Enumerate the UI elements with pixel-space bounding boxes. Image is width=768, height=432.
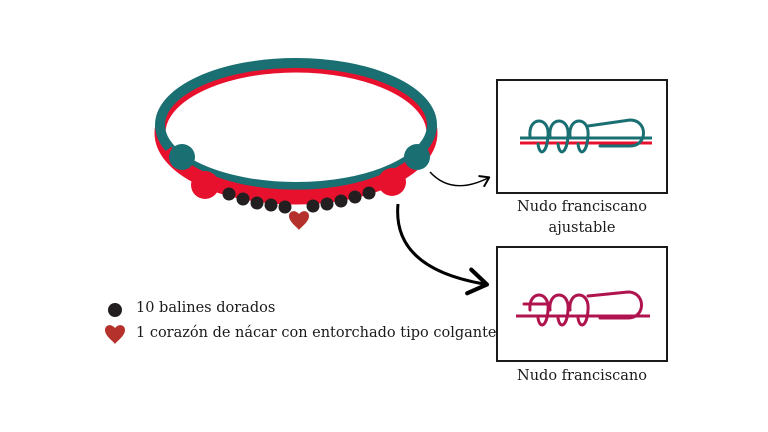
black-bead bbox=[222, 187, 236, 201]
legend-beads-label: 10 balines dorados bbox=[136, 300, 276, 316]
teal-bead-right bbox=[404, 144, 430, 170]
black-bead bbox=[362, 186, 376, 200]
teal-cord bbox=[155, 58, 437, 192]
black-bead bbox=[236, 192, 250, 206]
arrow-to-adjustable-knot bbox=[429, 171, 491, 188]
heart-pendant-icon bbox=[289, 211, 309, 230]
black-bead bbox=[320, 197, 334, 211]
plain-knot-caption: Nudo franciscano bbox=[517, 368, 647, 384]
plain-knot-icon bbox=[516, 290, 650, 327]
heart-icon bbox=[105, 325, 125, 344]
adjustable-knot-caption: Nudo franciscano ajustable bbox=[517, 199, 647, 236]
black-bead bbox=[306, 199, 320, 213]
legend-heart-label: 1 corazón de nácar con entorchado tipo c… bbox=[136, 325, 497, 341]
red-bead-left bbox=[191, 171, 219, 199]
black-bead-icon bbox=[108, 303, 122, 317]
red-bead-right bbox=[378, 168, 406, 196]
teal-bead-left bbox=[169, 144, 195, 170]
adjustable-knot-icon bbox=[520, 118, 652, 154]
black-bead bbox=[250, 196, 264, 210]
black-beads bbox=[222, 186, 376, 214]
black-bead bbox=[278, 200, 292, 214]
arrow-to-plain-knot bbox=[396, 203, 490, 296]
black-bead bbox=[264, 198, 278, 212]
black-bead bbox=[348, 190, 362, 204]
black-bead bbox=[334, 194, 348, 208]
